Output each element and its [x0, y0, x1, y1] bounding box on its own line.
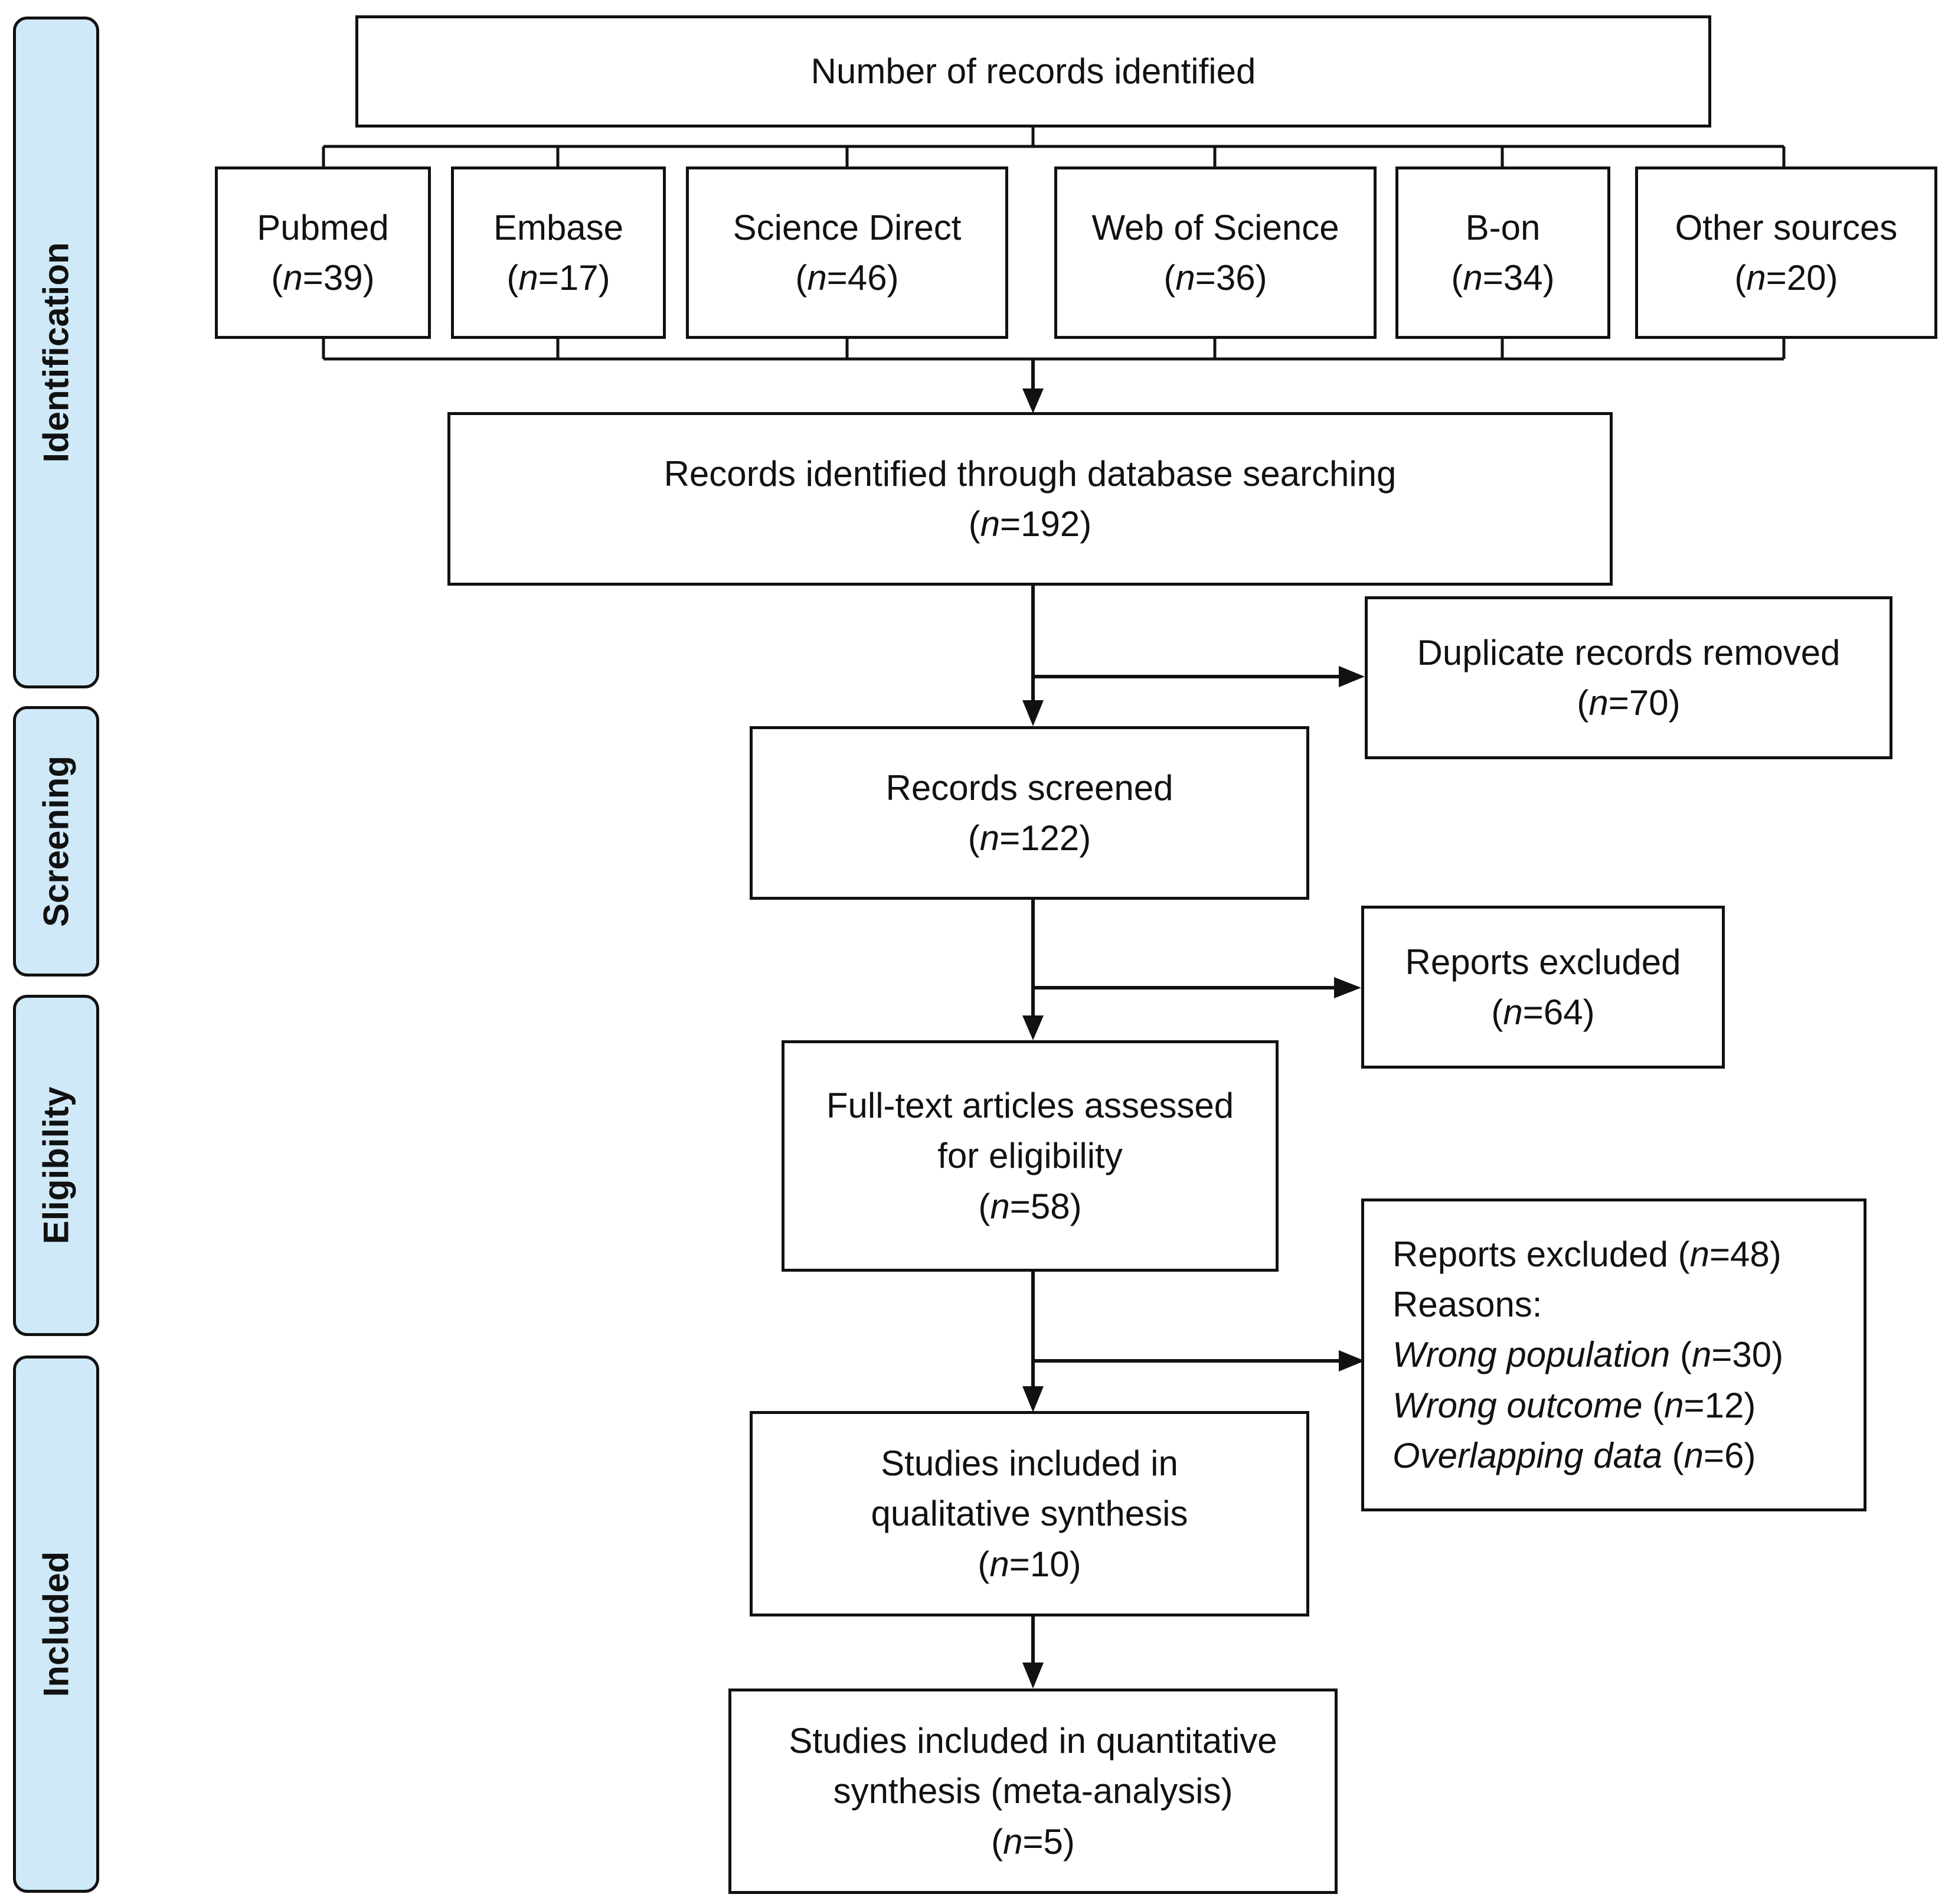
source-box-web-of-science: Web of Science (n=36)	[1054, 166, 1377, 339]
box-count: (n=58)	[978, 1186, 1082, 1226]
box-count: (n=10)	[978, 1544, 1081, 1584]
duplicates-removed-box: Duplicate records removed (n=70)	[1365, 596, 1892, 759]
box-line: synthesis (meta-analysis)	[833, 1771, 1233, 1811]
reports-excluded-eligibility-box: Reports excluded (n=48) Reasons: Wrong p…	[1361, 1198, 1866, 1511]
box-label: Records screened	[885, 768, 1173, 808]
phase-included: Included	[13, 1356, 99, 1893]
source-name: Pubmed	[257, 207, 389, 247]
source-count: (n=46)	[795, 258, 899, 298]
source-count: (n=34)	[1451, 258, 1555, 298]
records-identified-header-box: Number of records identified	[355, 15, 1711, 128]
reason-item: Wrong population (n=30)	[1392, 1335, 1784, 1375]
box-count: (n=122)	[967, 818, 1091, 858]
source-name: Other sources	[1675, 207, 1898, 247]
box-label: Reports excluded	[1405, 942, 1681, 982]
records-identified-box: Records identified through database sear…	[447, 412, 1613, 586]
source-name: Web of Science	[1091, 207, 1339, 247]
source-name: Embase	[493, 207, 624, 247]
source-count: (n=39)	[271, 258, 375, 298]
phase-screening: Screening	[13, 706, 99, 977]
box-label: Duplicate records removed	[1417, 632, 1841, 672]
records-screened-box: Records screened (n=122)	[750, 726, 1309, 900]
qualitative-synthesis-box: Studies included in qualitative synthesi…	[750, 1411, 1309, 1616]
source-box-embase: Embase (n=17)	[451, 166, 666, 339]
box-line: for eligibility	[937, 1136, 1123, 1176]
box-line: Studies included in quantitative	[789, 1721, 1277, 1761]
quantitative-synthesis-box: Studies included in quantitative synthes…	[728, 1689, 1338, 1894]
source-count: (n=36)	[1163, 258, 1267, 298]
arrow-screened-to-fulltext	[1031, 899, 1035, 1017]
source-box-science-direct: Science Direct (n=46)	[686, 166, 1008, 339]
box-label: Records identified through database sear…	[663, 453, 1397, 494]
fulltext-assessed-box: Full-text articles assessed for eligibil…	[782, 1040, 1279, 1272]
reports-excluded-screening-box: Reports excluded (n=64)	[1361, 906, 1725, 1069]
box-line: Full-text articles assessed	[826, 1086, 1234, 1126]
phase-label: Eligibility	[36, 1086, 76, 1245]
box-count: (n=5)	[991, 1821, 1075, 1861]
arrow-to-excluded-screen	[1033, 986, 1335, 989]
reasons-label: Reasons:	[1392, 1285, 1542, 1325]
phase-label: Identification	[36, 242, 76, 463]
source-box-pubmed: Pubmed (n=39)	[215, 166, 431, 339]
arrow-fulltext-to-qualitative	[1031, 1271, 1035, 1387]
arrow-identified-to-screened	[1031, 583, 1035, 701]
box-count: (n=64)	[1491, 992, 1595, 1032]
box-line: qualitative synthesis	[871, 1494, 1188, 1534]
source-box-b-on: B-on (n=34)	[1395, 166, 1610, 339]
source-count: (n=20)	[1734, 258, 1838, 298]
source-name: B-on	[1465, 207, 1541, 247]
box-label: Reports excluded (n=48)	[1392, 1235, 1781, 1275]
reason-item: Overlapping data (n=6)	[1392, 1435, 1756, 1475]
box-label: Number of records identified	[810, 51, 1256, 92]
box-line: Studies included in	[881, 1443, 1178, 1484]
phase-identification: Identification	[13, 17, 99, 688]
arrow-to-excluded-full	[1033, 1359, 1340, 1363]
arrow-sources-to-identified	[1031, 359, 1035, 390]
arrow-to-duplicates	[1033, 675, 1340, 678]
phase-label: Included	[36, 1551, 76, 1697]
phase-label: Screening	[36, 755, 76, 927]
arrow-qualitative-to-quantitative	[1031, 1616, 1035, 1664]
source-count: (n=17)	[506, 258, 610, 298]
source-box-other-sources: Other sources (n=20)	[1635, 166, 1937, 339]
reason-item: Wrong outcome (n=12)	[1392, 1385, 1756, 1425]
box-count: (n=192)	[968, 504, 1092, 544]
source-name: Science Direct	[733, 207, 962, 247]
box-count: (n=70)	[1577, 683, 1681, 723]
phase-eligibility: Eligibility	[13, 995, 99, 1336]
